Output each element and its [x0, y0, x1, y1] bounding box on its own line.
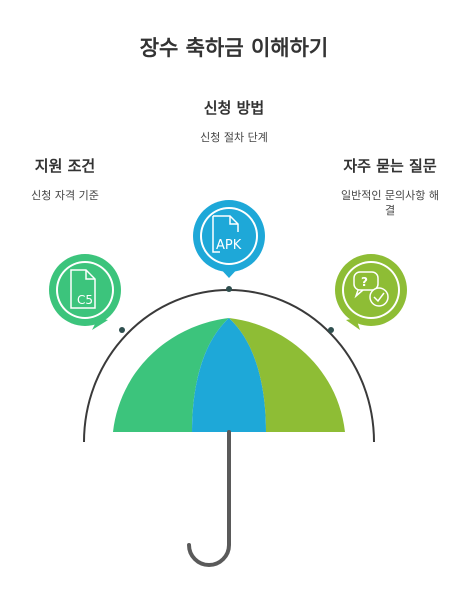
pin-right: ? [335, 254, 407, 330]
heading-eligibility: 지원 조건 [34, 157, 96, 175]
desc-faq: 일반적인 문의사항 해결 [340, 189, 440, 217]
canopy-panel-left [113, 318, 229, 432]
label-eligibility: 지원 조건 신청 자격 기준 [5, 155, 125, 203]
apk-icon-text: APK [216, 238, 242, 253]
arc-dot-center [226, 286, 232, 292]
page-title: 장수 축하금 이해하기 [139, 36, 329, 60]
desc-application-method: 신청 절차 단계 [200, 131, 268, 144]
pin-left: C5 [49, 254, 121, 330]
umbrella-handle [187, 430, 231, 567]
canopy-panel-center [192, 318, 266, 432]
pin-center: APK [193, 200, 265, 278]
canopy-panel-right [229, 318, 345, 432]
arc-dot-left [119, 327, 125, 333]
c5-file-icon: C5 [70, 269, 96, 309]
apk-file-icon: APK [212, 215, 242, 253]
label-application-method: 신청 방법 신청 절차 단계 [134, 97, 334, 145]
svg-text:?: ? [361, 275, 368, 289]
desc-eligibility: 신청 자격 기준 [31, 189, 99, 202]
heading-application-method: 신청 방법 [203, 99, 265, 117]
label-faq: 자주 묻는 질문 일반적인 문의사항 해결 [320, 155, 460, 218]
c5-icon-text: C5 [77, 293, 93, 307]
arc-dot-right [328, 327, 334, 333]
heading-faq: 자주 묻는 질문 [343, 157, 437, 175]
chat-question-icon: ? [353, 271, 389, 307]
